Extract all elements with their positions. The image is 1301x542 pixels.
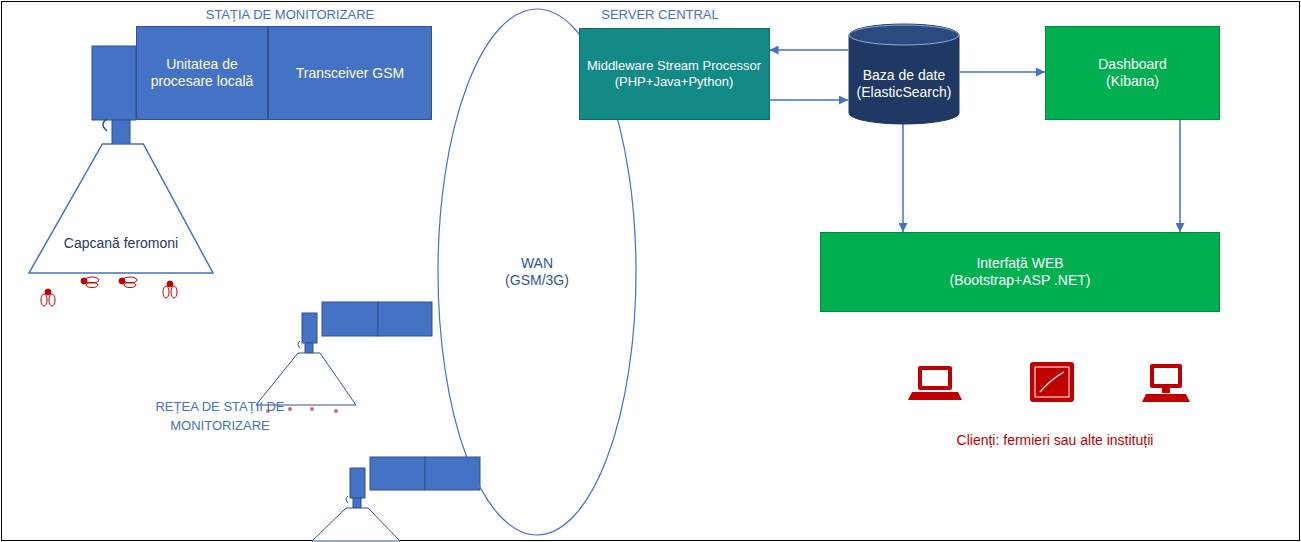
hook (346, 496, 348, 503)
node-text: (GSM/3G) (505, 272, 569, 289)
node-text: WAN (521, 255, 553, 272)
trap-shape: Capcană feromoni (28, 143, 214, 274)
clients-label: Clienți: fermieri sau alte instituții (920, 430, 1190, 450)
node-text: Dashboard (1098, 56, 1167, 73)
processing-box: Unitatea de procesare locală (136, 26, 268, 120)
node-text: (PHP+Java+Python) (615, 74, 734, 90)
desktop-icon (1142, 364, 1190, 402)
node-text: (Kibana) (1106, 73, 1159, 90)
small-station (312, 457, 480, 541)
node-text: (Bootstrap+ASP .NET) (950, 272, 1091, 289)
node-text: Middleware Stream Processor (587, 58, 761, 74)
small-station (256, 302, 432, 405)
arrow-connector (1179, 120, 1181, 232)
dashboard-box: Dashboard(Kibana) (1045, 26, 1220, 120)
node-text: (ElasticSearch) (857, 84, 952, 101)
station-heading: STAȚIA DE MONITORIZARE (190, 6, 390, 25)
node-text: Unitatea de procesare locală (143, 56, 261, 90)
camera-lens (112, 120, 130, 144)
hook (103, 119, 107, 131)
arrow-connector (902, 124, 904, 232)
arrow-connector (770, 49, 849, 51)
tablet-icon (1030, 362, 1074, 402)
arrow-connector (960, 71, 1045, 73)
transceiver-box: Transceiver GSM (268, 26, 432, 120)
node-text: Baza de date (863, 67, 946, 84)
hook (298, 341, 300, 348)
node-text: Transceiver GSM (296, 65, 404, 82)
web-interface-box: Interfață WEB(Bootstrap+ASP .NET) (820, 232, 1220, 312)
insects (41, 277, 177, 306)
network-label: REȚEA DE STAȚII DE MONITORIZARE (140, 398, 300, 436)
node-text: Capcană feromoni (64, 235, 178, 252)
node-text: Interfață WEB (976, 255, 1063, 272)
server-heading: SERVER CENTRAL (580, 6, 740, 25)
trap-shape-outline (28, 143, 214, 274)
database-cylinder: Baza de date(ElasticSearch) (848, 24, 960, 124)
camera-body (92, 46, 136, 120)
laptop-icon (908, 366, 962, 400)
middleware-box: Middleware Stream Processor(PHP+Java+Pyt… (579, 28, 770, 120)
arrow-connector (770, 99, 849, 101)
